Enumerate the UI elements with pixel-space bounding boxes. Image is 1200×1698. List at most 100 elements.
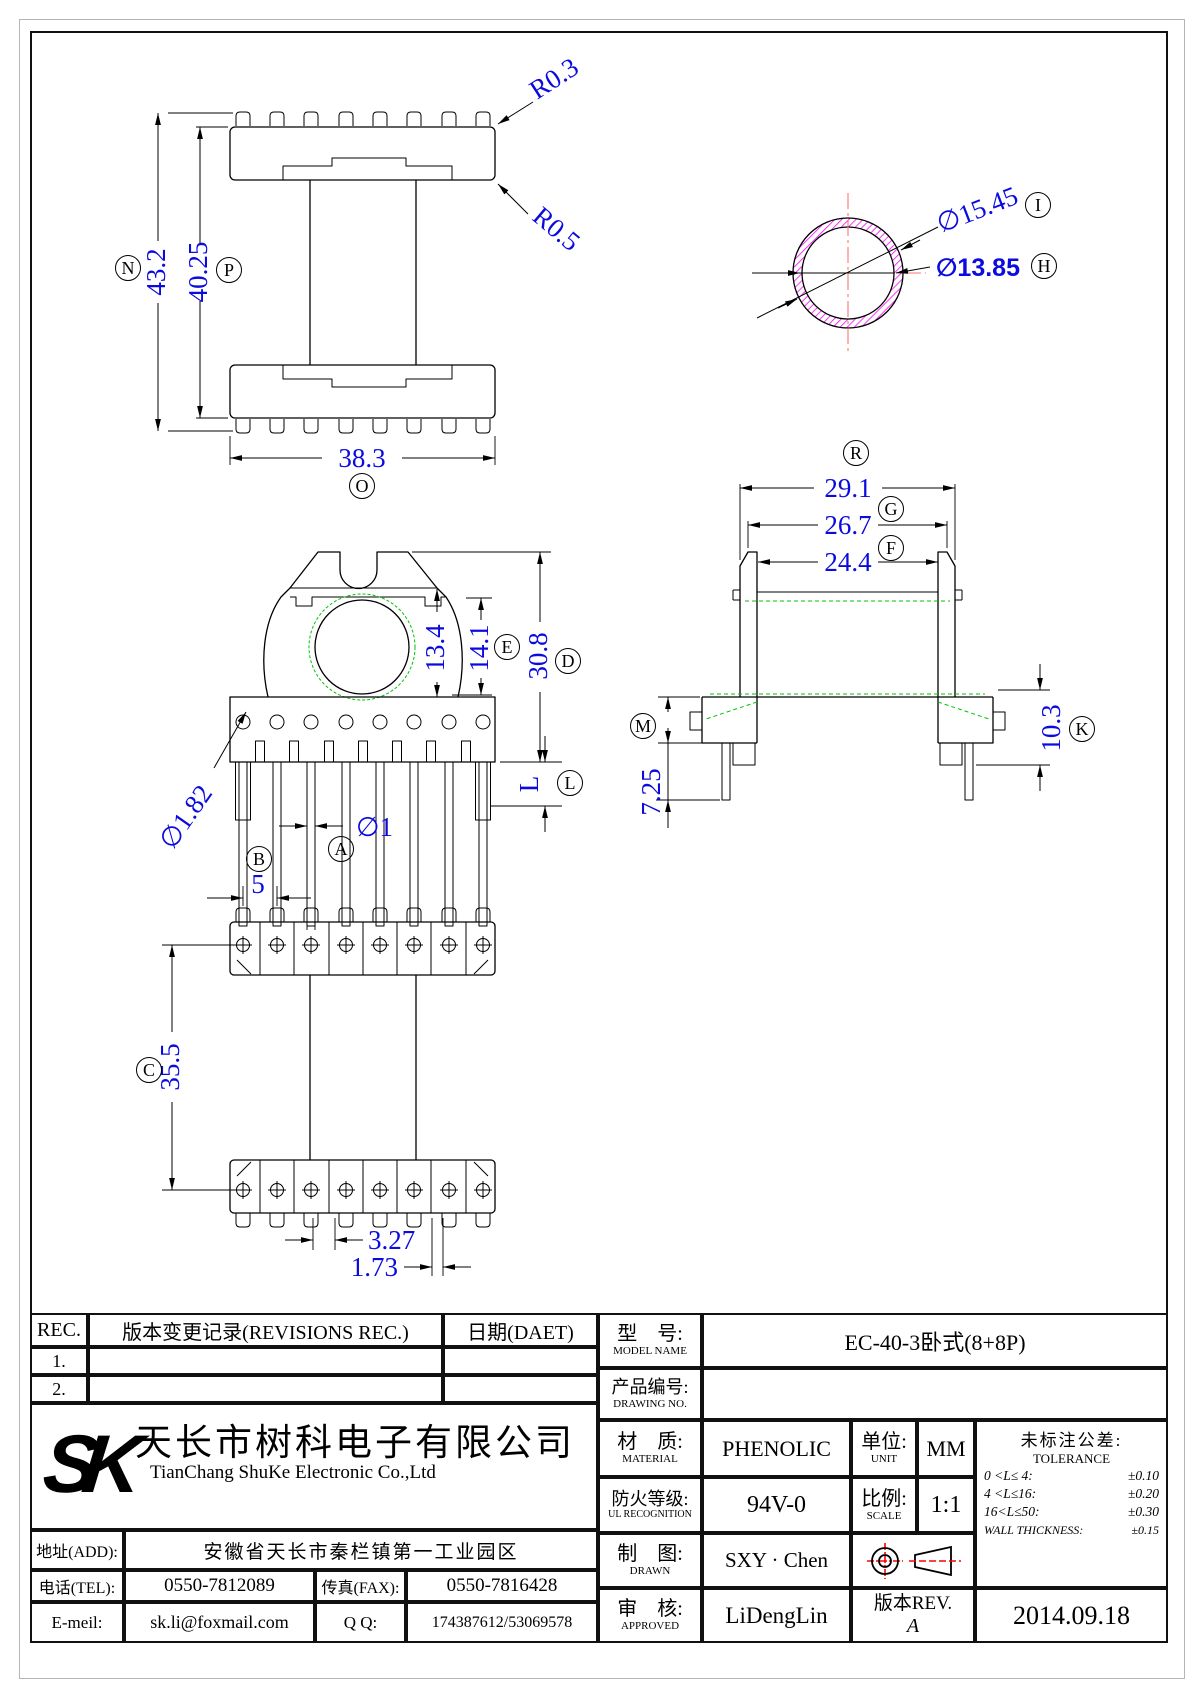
dim-bottom-offset-b: 1.73 — [351, 1252, 398, 1282]
dim-bottom-row-span: 35.5 — [155, 1043, 185, 1090]
drawing-no-label: 产品编号: DRAWING NO. — [598, 1368, 702, 1420]
scale-label-cn: 比例: — [861, 1487, 907, 1510]
company-fax-value: 0550-7816428 — [406, 1570, 598, 1602]
model-label: 型 号: MODEL NAME — [598, 1313, 702, 1368]
material-value-text: PHENOLIC — [722, 1435, 831, 1461]
side-view: 29.1 26.7 24.4 7.25 10.3 — [630, 440, 1095, 828]
dim-plan-radius-bottom: R0.5 — [527, 201, 586, 257]
svg-text:L: L — [565, 773, 576, 793]
approved-label-cn: 审 核: — [617, 1598, 683, 1621]
tolerance-row-4: WALL THICKNESS: ±0.15 — [977, 1522, 1166, 1538]
svg-text:N: N — [122, 258, 135, 278]
svg-text:F: F — [886, 538, 896, 558]
section-view: ∅15.45 ∅13.85 I H — [752, 180, 1057, 353]
company-address-value: 安徽省天长市秦栏镇第一工业园区 — [124, 1530, 598, 1570]
unit-value-text: MM — [926, 1435, 966, 1461]
revision-row1-date — [443, 1347, 598, 1375]
approved-value: LiDengLin — [702, 1588, 851, 1643]
dim-end-window-depth: 13.4 — [420, 624, 450, 672]
approved-label: 审 核: APPROVED — [598, 1588, 702, 1643]
fire-rating-label-en: UL RECOGNITION — [608, 1509, 692, 1521]
dim-plan-height-total: 43.2 — [141, 248, 171, 295]
material-label-cn: 材 质: — [617, 1431, 683, 1454]
dim-end-pin-hole: ∅1.82 — [153, 779, 218, 854]
dim-side-span-outer: 29.1 — [824, 473, 871, 503]
tolerance-value-4: ±0.15 — [1131, 1522, 1159, 1537]
callout-F: F — [878, 535, 904, 561]
revision-header-record-label: 版本变更记录(REVISIONS REC.) — [122, 1321, 409, 1344]
callout-K: K — [1069, 716, 1095, 742]
email-label-text: E-meil: — [51, 1612, 103, 1632]
date-cell: 2014.09.18 — [975, 1588, 1168, 1643]
callout-I: I — [1025, 192, 1051, 218]
company-fax-label: 传真(FAX): — [315, 1570, 406, 1602]
svg-text:P: P — [224, 260, 234, 280]
callout-C: C — [136, 1057, 162, 1083]
revision-header-date-label: 日期(DAET) — [467, 1321, 574, 1344]
dim-bottom-offset-a: 3.27 — [368, 1225, 415, 1255]
company-qq-label: Q Q: — [315, 1602, 406, 1643]
svg-text:B: B — [253, 849, 265, 869]
tolerance-row-2: 4 <L≤16: ±0.20 — [977, 1485, 1166, 1503]
tolerance-range-3: 16<L≤50: — [984, 1504, 1040, 1520]
callout-B: B — [246, 846, 272, 872]
callout-R: R — [843, 440, 869, 466]
scale-label-en: SCALE — [866, 1509, 902, 1522]
dim-side-span-mid: 26.7 — [824, 510, 871, 540]
dim-plan-radius-top: R0.3 — [524, 52, 584, 105]
dim-end-window-height: 14.1 — [464, 624, 494, 671]
unit-value: MM — [917, 1420, 975, 1477]
company-name-cn: 天长市树科电子有限公司 — [135, 1423, 575, 1464]
dim-end-pin-diameter: ∅1 — [356, 812, 393, 842]
fax-value-text: 0550-7816428 — [446, 1575, 558, 1596]
address-value-text: 安徽省天长市秦栏镇第一工业园区 — [203, 1541, 519, 1563]
company-email-label: E-meil: — [30, 1602, 124, 1643]
tel-label-text: 电话(TEL): — [38, 1580, 116, 1597]
callout-M: M — [630, 713, 656, 739]
callout-D: D — [555, 648, 581, 674]
qq-label-text: Q Q: — [343, 1612, 378, 1632]
company-tel-label: 电话(TEL): — [30, 1570, 124, 1602]
company-logo-cell — [30, 1403, 598, 1530]
revision-cell: 版本REV. A — [851, 1588, 975, 1643]
address-label-text: 地址(ADD): — [36, 1544, 118, 1561]
svg-text:C: C — [143, 1060, 155, 1080]
tolerance-row-1: 0 <L≤ 4: ±0.10 — [977, 1467, 1166, 1485]
svg-text:O: O — [356, 476, 369, 496]
bottom-view: 5 35.5 3.27 1.73 C — [136, 869, 496, 1282]
rev-label-text: 版本REV. — [873, 1593, 953, 1615]
revision-row2-date — [443, 1375, 598, 1403]
revision-row2-record — [88, 1375, 443, 1403]
material-label: 材 质: MATERIAL — [598, 1420, 702, 1477]
drawn-value-text: SXY · Chen — [724, 1548, 829, 1572]
revision-header-rec-label: REC. — [37, 1318, 81, 1341]
callout-G: G — [878, 496, 904, 522]
callout-A: A — [328, 836, 354, 862]
model-label-en: MODEL NAME — [613, 1345, 687, 1358]
model-value: EC-40-3卧式(8+8P) — [702, 1313, 1168, 1368]
qq-value-text: 174387612/53069578 — [431, 1613, 573, 1631]
revision-row1-record — [88, 1347, 443, 1375]
model-value-text: EC-40-3卧式(8+8P) — [844, 1329, 1026, 1355]
fire-rating-value: 94V-0 — [702, 1477, 851, 1533]
pin-cross-marks-bottom — [234, 1181, 492, 1199]
company-name-en: TianChang ShuKe Electronic Co.,Ltd — [150, 1462, 436, 1483]
drawn-label-cn: 制 图: — [617, 1543, 683, 1566]
dim-side-span-inner: 24.4 — [824, 547, 872, 577]
revision-header-record: 版本变更记录(REVISIONS REC.) — [88, 1313, 443, 1347]
material-label-en: MATERIAL — [622, 1453, 678, 1466]
revision-row2-no: 2. — [30, 1375, 88, 1403]
dim-side-pin-stub: 7.25 — [636, 768, 666, 815]
company-logo: SK — [39, 1419, 131, 1510]
rev-value-text: A — [906, 1614, 920, 1637]
company-qq-value: 174387612/53069578 — [406, 1602, 598, 1643]
approved-label-en: APPROVED — [620, 1620, 680, 1633]
svg-text:I: I — [1035, 195, 1041, 215]
dim-section-inner-diameter: ∅13.85 — [936, 254, 1020, 282]
dim-end-pin-length: L — [514, 776, 544, 793]
unit-label-cn: 单位: — [861, 1431, 907, 1454]
tolerance-title-cn: 未标注公差: — [1020, 1431, 1123, 1450]
svg-text:A: A — [335, 839, 348, 859]
svg-text:R: R — [850, 443, 862, 463]
